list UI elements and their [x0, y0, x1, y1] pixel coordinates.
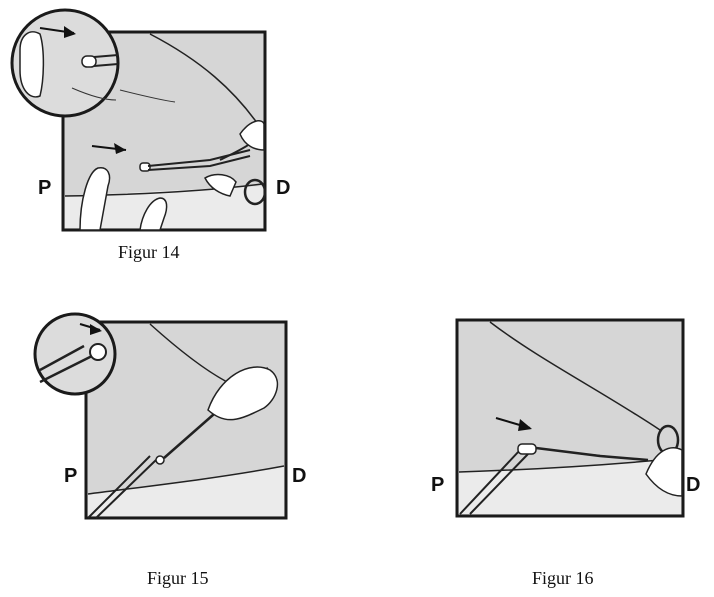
figure-15-illustration	[33, 312, 288, 520]
figure-16-proximal-label: P	[431, 474, 445, 496]
figure-14-illustration	[10, 8, 267, 232]
figure-16-caption: Figur 16	[532, 568, 594, 588]
figure-15: P D Figur 15	[0, 300, 340, 597]
figure-16-illustration	[455, 318, 685, 518]
figure-15-distal-label: D	[292, 465, 307, 487]
figure-14-caption: Figur 14	[118, 242, 180, 262]
figure-14: P D Figur 14	[0, 0, 714, 270]
figure-16: P D Figur 16	[420, 300, 714, 597]
figure-14-proximal-label: P	[38, 177, 52, 199]
figure-16-distal-label: D	[686, 474, 701, 496]
figure-15-caption: Figur 15	[147, 568, 209, 588]
figure-14-distal-label: D	[276, 177, 291, 199]
figure-15-proximal-label: P	[64, 465, 78, 487]
